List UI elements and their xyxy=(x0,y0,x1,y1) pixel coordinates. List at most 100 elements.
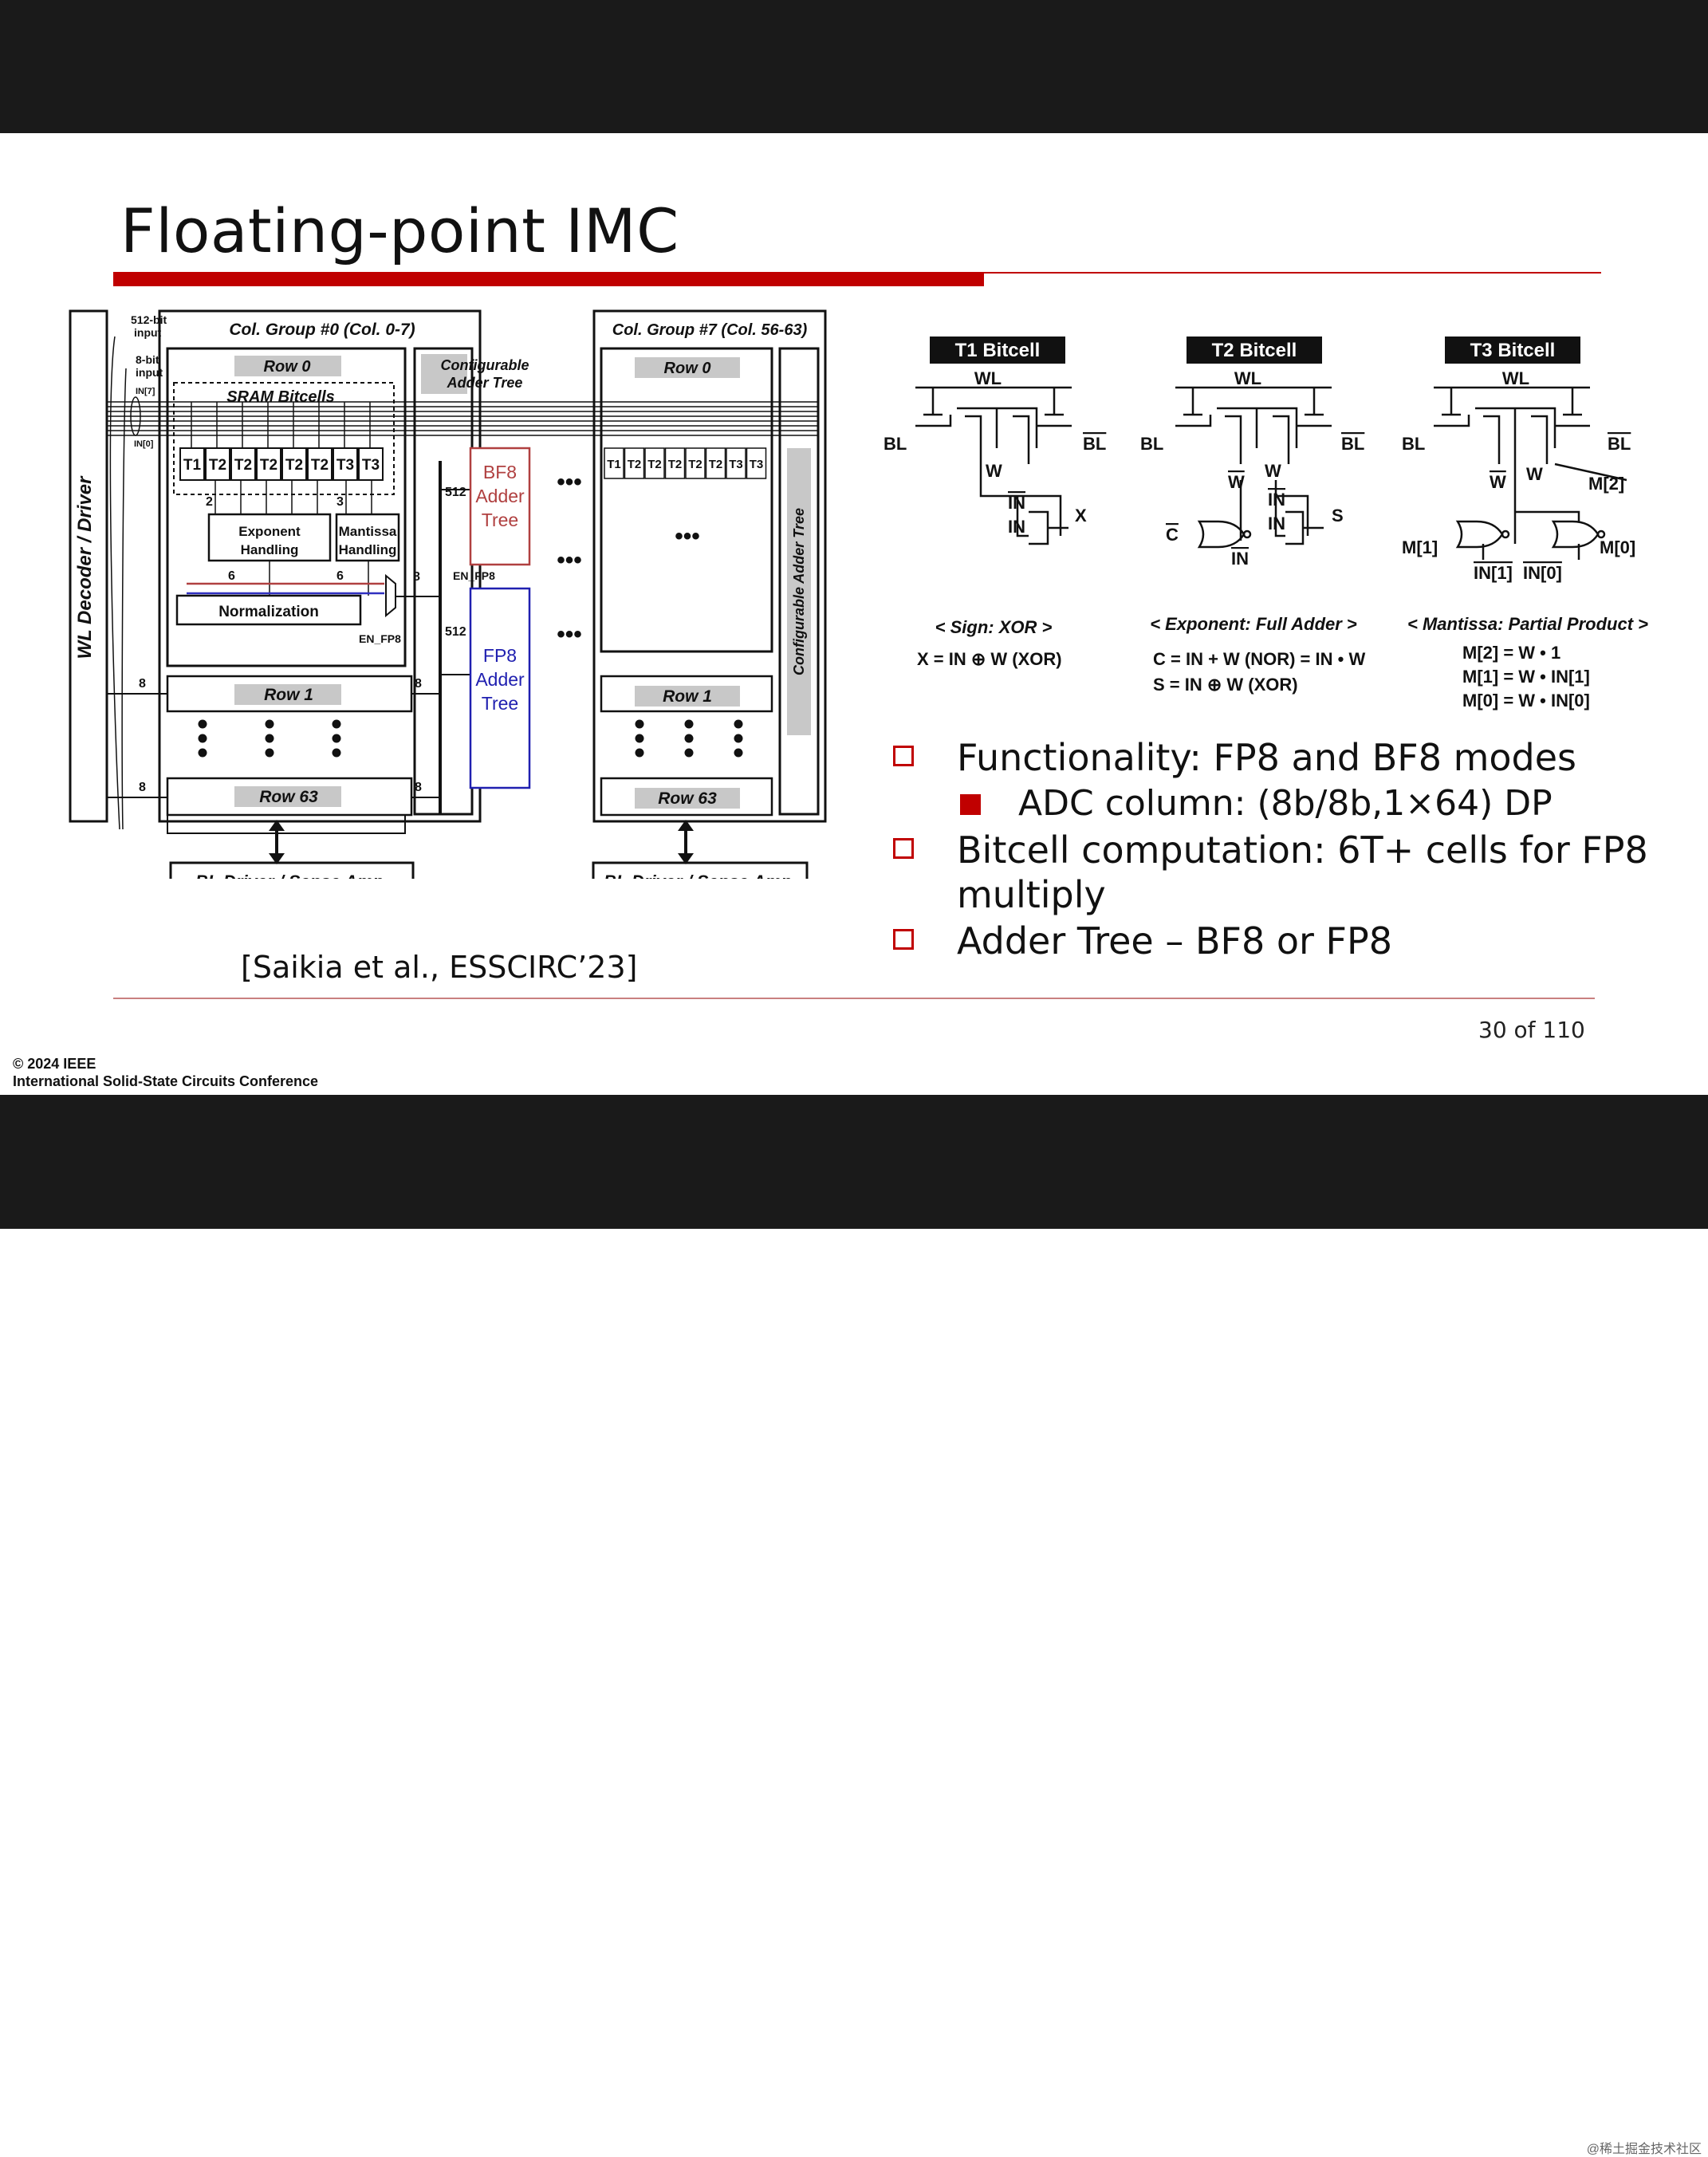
hollow-square-bullet-icon xyxy=(893,746,914,766)
t2-c: C xyxy=(1166,525,1179,545)
bullet-item: Bitcell computation: 6T+ cells for FP8 m… xyxy=(893,828,1690,917)
config-adder-vertical-label: Configurable Adder Tree xyxy=(791,508,807,675)
bl-driver-7-box xyxy=(592,861,809,879)
en-fp8-label-mux: EN_FP8 xyxy=(359,632,401,645)
ellipsis-dot xyxy=(734,719,743,729)
t2-wb: W xyxy=(1228,472,1245,492)
bitcell-t2 xyxy=(644,447,665,479)
bullet-text: Adder Tree – BF8 or FP8 xyxy=(957,919,1393,962)
bitcell-t1 xyxy=(604,447,624,479)
row63-label: Row 63 xyxy=(259,788,318,806)
row0-block xyxy=(166,347,407,667)
ellipsis-dot xyxy=(332,748,341,758)
bus-8-label-row63r: 8 xyxy=(415,781,422,794)
t2-w: W xyxy=(1265,461,1281,481)
bitcell-t2 xyxy=(230,447,256,481)
ellipsis-dot xyxy=(265,719,274,729)
bl-driver-0-label: BL Driver / Sense Amp. xyxy=(195,872,388,879)
ellipsis-dot xyxy=(635,719,644,729)
ellipsis-dot xyxy=(198,748,207,758)
t2-title: T2 Bitcell xyxy=(1212,340,1297,361)
config-adder-label-2: Adder Tree xyxy=(447,375,523,391)
bitcell-t3 xyxy=(333,447,358,481)
bullet-list: Functionality: FP8 and BF8 modes ADC col… xyxy=(893,735,1690,965)
bullet-item: Adder Tree – BF8 or FP8 xyxy=(893,919,1690,963)
bitcell-label: T3 xyxy=(336,457,354,474)
bitcell-label: T2 xyxy=(647,458,662,471)
t2-out: S xyxy=(1332,506,1344,525)
hollow-square-bullet-icon xyxy=(893,838,914,859)
t2-eq-0: C = IN + W (NOR) = IN • W xyxy=(1153,649,1365,669)
bitcell-label: T2 xyxy=(285,457,303,474)
sub-bullet-text: ADC column: (8b/8b,1×64) DP xyxy=(1018,783,1553,824)
fp8-adder-label-3: Tree xyxy=(482,693,518,714)
bitcell-label: T2 xyxy=(688,458,702,471)
input-8-label-1: 8-bit xyxy=(136,353,159,366)
row0-label: Row 0 xyxy=(264,358,311,376)
t1-w: W xyxy=(986,461,1002,481)
man-handling-label-2: Handling xyxy=(339,542,397,557)
t1-title: T1 Bitcell xyxy=(955,340,1041,361)
t3-w: W xyxy=(1526,464,1543,484)
bitcell-t2 xyxy=(685,447,706,479)
bitcell-t2 xyxy=(624,447,645,479)
ellipsis-dot xyxy=(198,719,207,729)
fp8-adder-label-2: Adder xyxy=(475,669,525,690)
t1-out: X xyxy=(1075,506,1087,525)
t3-title: T3 Bitcell xyxy=(1470,340,1556,361)
t1-wl: WL xyxy=(974,368,1002,388)
wl-decoder-label: WL Decoder / Driver xyxy=(74,475,96,659)
page-number: 30 of 110 xyxy=(1478,1017,1585,1043)
bf8-adder-label-3: Tree xyxy=(482,510,518,530)
row1-label: Row 1 xyxy=(264,686,313,704)
t3-wb: W xyxy=(1490,472,1506,492)
t3-in1: IN[1] xyxy=(1474,563,1513,583)
bitcell-t2 xyxy=(664,447,686,479)
config-adder-box xyxy=(413,347,474,816)
bus-2-label: 2 xyxy=(206,495,213,509)
bus-8-label-norm: 8 xyxy=(413,570,420,584)
bf8-adder-label-2: Adder xyxy=(475,486,525,506)
t1-eq-0: X = IN ⊕ W (XOR) xyxy=(917,649,1062,669)
t3-eq-1: M[1] = W • IN[1] xyxy=(1462,667,1590,687)
bitcell-label: T3 xyxy=(750,458,764,471)
t3-eq-2: M[0] = W • IN[0] xyxy=(1462,691,1590,710)
ellipsis-col-b: ••• xyxy=(557,547,582,573)
row0-label-7: Row 0 xyxy=(664,360,711,377)
t1-in: IN xyxy=(1008,517,1025,537)
bus-512-label-b: 512 xyxy=(445,486,466,499)
ellipsis-dot xyxy=(684,748,694,758)
config-adder-vertical-box xyxy=(778,347,820,816)
t3-m0: M[0] xyxy=(1600,537,1635,557)
bf8-adder-label-1: BF8 xyxy=(483,462,517,482)
slide: Floating-point IMC xyxy=(0,133,1708,1095)
bus-8-label-row63l: 8 xyxy=(139,781,146,794)
filled-square-bullet-icon xyxy=(960,794,981,815)
t3-eq-0: M[2] = W • 1 xyxy=(1462,643,1560,663)
ellipsis-col-a: ••• xyxy=(557,621,582,647)
ellipsis-row0-7: ••• xyxy=(675,523,700,549)
ellipsis-dot xyxy=(265,734,274,743)
t3-wl: WL xyxy=(1502,368,1529,388)
man-handling-label-1: Mantissa xyxy=(339,524,397,539)
t1-blb: BL xyxy=(1083,434,1106,454)
bus-8-label-row1r: 8 xyxy=(415,677,422,691)
bitcell-label: T2 xyxy=(209,457,226,474)
ellipsis-dot xyxy=(684,719,694,729)
t2-inb2: IN xyxy=(1231,549,1249,569)
wl-decoder-box xyxy=(69,309,108,823)
bitcell-t2 xyxy=(281,447,307,481)
row1-label-7: Row 1 xyxy=(663,687,712,706)
ellipsis-col-c: ••• xyxy=(557,469,582,495)
bitcell-label: T2 xyxy=(260,457,277,474)
t2-blb: BL xyxy=(1341,434,1364,454)
bl-driver-7-label: BL Driver / Sense Amp. xyxy=(604,872,797,879)
bus-6-label-a: 6 xyxy=(228,569,235,583)
t3-m2: M[2] xyxy=(1588,474,1624,494)
t3-title-box xyxy=(1445,337,1580,364)
bitcell-t2 xyxy=(705,447,726,479)
ellipsis-dot xyxy=(734,734,743,743)
bus-3-label: 3 xyxy=(336,495,344,509)
t1-title-box xyxy=(930,337,1065,364)
t3-m1: M[1] xyxy=(1402,537,1438,557)
